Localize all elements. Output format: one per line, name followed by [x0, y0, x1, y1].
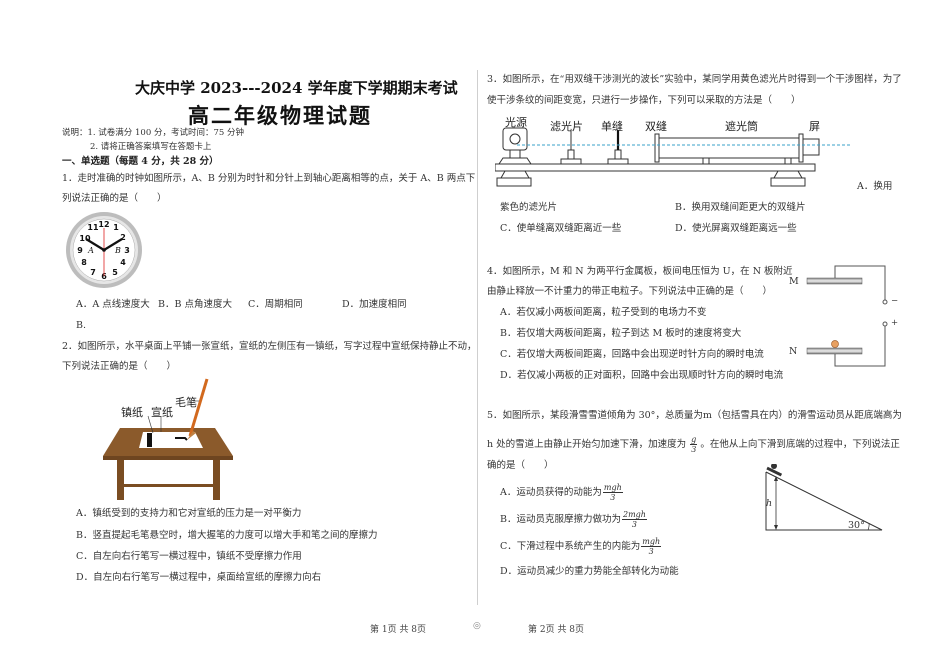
table-brush-figure: 镇纸 宣纸 毛笔	[95, 376, 245, 501]
left-page-number: 第 1页 共 8页	[370, 625, 427, 635]
paper-label: 宣纸	[151, 406, 173, 419]
svg-text:7: 7	[90, 268, 96, 277]
q4-stem-line2: 由静止释放一不计重力的带正电粒子。下列说法中正确的是（ ）	[487, 286, 773, 297]
q5-option-c-text: C．下滑过程中系统产生的内能为	[500, 541, 641, 552]
brush-label: 毛笔	[175, 396, 197, 409]
section-heading: 一、单选题（每题 4 分，共 28 分）	[62, 156, 219, 167]
svg-text:3: 3	[124, 246, 130, 255]
fraction-numerator: mgh	[602, 483, 623, 493]
q2-option-b[interactable]: B．竖直提起毛笔悬空时，增大握笔的力度可以增大手和笔之间的摩擦力	[76, 530, 378, 541]
exam-title: 大庆中学 2023---2024 学年度下学期期末考试	[135, 79, 458, 97]
weight-label: 镇纸	[121, 406, 143, 419]
single-slit-label: 单缝	[601, 120, 623, 133]
exam-note-2: 2. 请将正确答案填写在答题卡上	[90, 142, 212, 152]
q4-option-b[interactable]: B．若仅增大两板间距离，粒子到达 M 板时的速度将变大	[500, 328, 742, 339]
q3-option-b[interactable]: B．换用双缝间距更大的双缝片	[675, 202, 806, 213]
svg-text:6: 6	[101, 272, 107, 281]
incline-figure: h 30°	[762, 463, 887, 534]
q5-stem-line2: h 处的雪道上由静止开始匀加速下滑，加速度为 g 3 。在他从上向下滑到底端的过…	[487, 435, 900, 454]
q3-stem-line1: 3．如图所示，在“用双缝干涉测光的波长”实验中，某同学用黄色滤光片时得到一个干涉…	[487, 74, 902, 85]
center-mark-icon: ◎	[473, 621, 481, 631]
q3-option-a-part2[interactable]: 紫色的滤光片	[500, 202, 558, 213]
height-label: h	[766, 498, 773, 509]
svg-text:10: 10	[79, 234, 91, 243]
svg-text:11: 11	[87, 223, 99, 232]
acceleration-numerator: g	[690, 435, 698, 445]
svg-text:5: 5	[112, 268, 118, 277]
q2-stem-line2: 下列说法正确的是（ ）	[62, 361, 177, 372]
minus-terminal-label: −	[891, 296, 899, 306]
q1-option-a[interactable]: A．A 点线速度大	[76, 299, 150, 310]
q2-stem-line1: 2．如图所示，水平桌面上平铺一张宣纸，宣纸的左侧压有一镇纸，写字过程中宣纸保持静…	[62, 341, 477, 352]
plate-m-label: M	[789, 276, 799, 287]
q1-option-b[interactable]: B．B 点角速度大	[158, 299, 232, 310]
q3-option-c[interactable]: C．使单缝离双缝距离近一些	[500, 223, 622, 234]
screen-label: 屏	[809, 120, 820, 133]
plate-n-label: N	[789, 346, 798, 357]
double-slit-figure: 光源 滤光片 单缝 双缝 遮光筒 屏	[494, 112, 865, 197]
double-slit-apparatus-icon	[494, 127, 850, 187]
plus-terminal-label: +	[891, 318, 899, 328]
filter-label: 滤光片	[550, 120, 583, 133]
exam-note-1: 说明：1. 试卷满分 100 分，考试时间：75 分钟	[62, 128, 244, 138]
q4-option-c[interactable]: C．若仅增大两板间距离，回路中会出现逆时针方向的瞬时电流	[500, 349, 764, 360]
q4-option-d[interactable]: D．若仅减小两板的正对面积，回路中会出现顺时针方向的瞬时电流	[500, 370, 784, 381]
svg-text:9: 9	[77, 246, 83, 255]
ski-slope-icon	[765, 463, 883, 531]
q5-option-b-text: B．运动员克服摩擦力做功为	[500, 514, 621, 525]
double-slit-label: 双缝	[645, 120, 667, 133]
q3-stem-line2: 使干涉条纹的间距变宽，只进行一步操作，下列可以采取的方法是（ ）	[487, 95, 801, 106]
light-source-label: 光源	[505, 116, 527, 129]
acceleration-denominator: 3	[691, 445, 697, 454]
q1-stem-line1: 1．走时准确的时钟如图所示，A、B 分别为时针和分针上到轴心距离相等的点，关于 …	[62, 173, 476, 184]
q4-stem-line1: 4．如图所示，M 和 N 为两平行金属板，板间电压恒为 U，在 N 板附近	[487, 266, 793, 277]
svg-text:B: B	[114, 246, 121, 255]
fraction-denominator: 3	[610, 493, 616, 502]
capacitor-circuit-icon	[806, 265, 888, 367]
q5-option-a-text: A．运动员获得的动能为	[500, 487, 602, 498]
desk-illustration-icon	[103, 378, 233, 500]
parallel-plates-figure: M N − +	[785, 262, 900, 372]
q3-option-a-part1[interactable]: A．换用	[857, 181, 893, 192]
q1-extra: B.	[76, 320, 87, 331]
fraction-numerator: mgh	[641, 537, 662, 547]
q2-option-a[interactable]: A．镇纸受到的支持力和它对宣纸的压力是一对平衡力	[76, 508, 302, 519]
page-divider	[477, 70, 478, 605]
q4-option-a[interactable]: A．若仅减小两板间距离，粒子受到的电场力不变	[500, 307, 707, 318]
q2-option-c[interactable]: C．自左向右行笔写一横过程中，镇纸不受摩擦力作用	[76, 551, 302, 562]
acceleration-fraction: g 3	[690, 435, 698, 454]
q1-option-c[interactable]: C．周期相同	[248, 299, 303, 310]
q5-stem-line2-a: h 处的雪道上由静止开始匀加速下滑，加速度为	[487, 439, 687, 450]
q5-stem-line2-b: 。在他从上向下滑到底端的过程中，下列说法正	[700, 439, 900, 450]
q1-option-d[interactable]: D．加速度相同	[342, 299, 407, 310]
q2-option-d[interactable]: D．自左向右行笔写一横过程中，桌面给宣纸的摩擦力向右	[76, 572, 322, 583]
subject-title: 高二年级物理试题	[188, 103, 372, 128]
svg-text:8: 8	[81, 258, 87, 267]
q5-option-d[interactable]: D．运动员减少的重力势能全部转化为动能	[500, 566, 679, 577]
angle-label: 30°	[848, 520, 865, 531]
fraction-denominator: 3	[648, 547, 654, 556]
svg-text:A: A	[87, 246, 94, 255]
svg-text:1: 1	[113, 223, 119, 232]
q3-option-d[interactable]: D．使光屏离双缝距离远一些	[675, 223, 797, 234]
shading-tube-label: 遮光筒	[725, 120, 758, 133]
right-page-number: 第 2页 共 8页	[528, 625, 585, 635]
q5-stem-line1: 5．如图所示，某段滑雪雪道倾角为 30°，总质量为m（包括雪具在内）的滑雪运动员…	[487, 410, 902, 421]
svg-text:4: 4	[120, 258, 126, 267]
q5-stem-line3: 确的是（ ）	[487, 460, 554, 471]
svg-text:12: 12	[98, 220, 109, 229]
svg-text:2: 2	[120, 233, 126, 242]
fraction-numerator: 2mgh	[621, 510, 647, 520]
q1-stem-line2: 列说法正确的是（ ）	[62, 193, 167, 204]
fraction-denominator: 3	[631, 520, 637, 529]
